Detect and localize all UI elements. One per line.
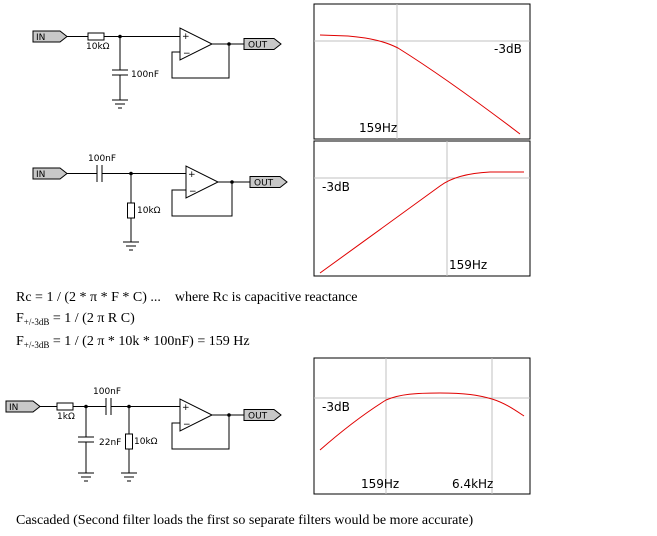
- db-label: -3dB: [494, 42, 522, 56]
- input-terminal: [32, 167, 68, 180]
- resistor: [127, 202, 135, 219]
- svg-text:+: +: [182, 403, 190, 413]
- input-terminal: [32, 30, 68, 43]
- resistor-2-label: 10kΩ: [134, 437, 158, 447]
- high-cutoff-label: 6.4kHz: [452, 477, 493, 491]
- ground-symbol: [121, 472, 137, 482]
- low-cutoff-label: 159Hz: [361, 477, 399, 491]
- resistor-label: 10kΩ: [137, 206, 161, 216]
- output-terminal: [243, 409, 282, 421]
- svg-text:−: −: [183, 420, 191, 430]
- ground-symbol: [78, 472, 94, 482]
- capacitor-1: [78, 436, 94, 443]
- plot-low-pass: -3dB 159Hz: [313, 3, 531, 140]
- circuit-low-pass: IN 10kΩ 100nF + − OUT: [32, 27, 282, 109]
- ground-symbol: [123, 241, 139, 251]
- output-label: OUT: [248, 412, 268, 422]
- circuit-band-pass: IN 1kΩ 22nF 100nF 10kΩ: [5, 387, 282, 482]
- opamp: [185, 165, 220, 199]
- response-curve: [319, 171, 524, 274]
- input-terminal: [5, 400, 41, 413]
- svg-text:+: +: [188, 170, 196, 180]
- output-label: OUT: [254, 179, 274, 189]
- resistor: [87, 32, 105, 41]
- resistor-2: [125, 433, 133, 450]
- cutoff-label: 159Hz: [359, 121, 397, 135]
- resistor-1: [56, 402, 74, 411]
- opamp: [179, 27, 214, 61]
- capacitor-label: 100nF: [131, 70, 159, 80]
- circuit-high-pass: IN 100nF 10kΩ + − OUT: [32, 154, 288, 251]
- cascade-note: Cascaded (Second filter loads the first …: [16, 513, 473, 528]
- svg-text:+: +: [182, 32, 190, 42]
- formula-cutoff-values: F+/-3dB = 1 / (2 π * 10k * 100nF) = 159 …: [16, 334, 250, 350]
- formula-reactance: Rc = 1 / (2 * π * F * C) ... where Rc is…: [16, 290, 358, 305]
- output-terminal: [243, 38, 282, 50]
- cutoff-label: 159Hz: [449, 258, 487, 272]
- plot-band-pass: -3dB 159Hz 6.4kHz: [313, 357, 531, 495]
- ground-symbol: [112, 99, 128, 109]
- resistor-label: 10kΩ: [86, 42, 110, 52]
- input-label: IN: [9, 403, 18, 413]
- svg-text:−: −: [183, 49, 191, 59]
- formulas: Rc = 1 / (2 * π * F * C) ... where Rc is…: [16, 290, 358, 350]
- response-curve: [319, 34, 521, 135]
- response-curve: [319, 392, 525, 451]
- output-label: OUT: [248, 41, 268, 51]
- svg-text:−: −: [189, 187, 197, 197]
- plot-high-pass: -3dB 159Hz: [313, 140, 531, 277]
- capacitor-2-label: 100nF: [93, 387, 121, 397]
- input-label: IN: [36, 33, 45, 43]
- input-label: IN: [36, 170, 45, 180]
- db-label: -3dB: [322, 180, 350, 194]
- opamp: [179, 398, 214, 432]
- capacitor-1-label: 22nF: [99, 438, 121, 448]
- capacitor-2: [105, 398, 112, 415]
- capacitor-label: 100nF: [88, 154, 116, 164]
- db-label: -3dB: [322, 400, 350, 414]
- capacitor: [112, 69, 128, 76]
- output-terminal: [249, 176, 288, 188]
- formula-cutoff-general: F+/-3dB = 1 / (2 π R C): [16, 311, 135, 327]
- capacitor: [96, 165, 103, 182]
- resistor-1-label: 1kΩ: [57, 412, 75, 422]
